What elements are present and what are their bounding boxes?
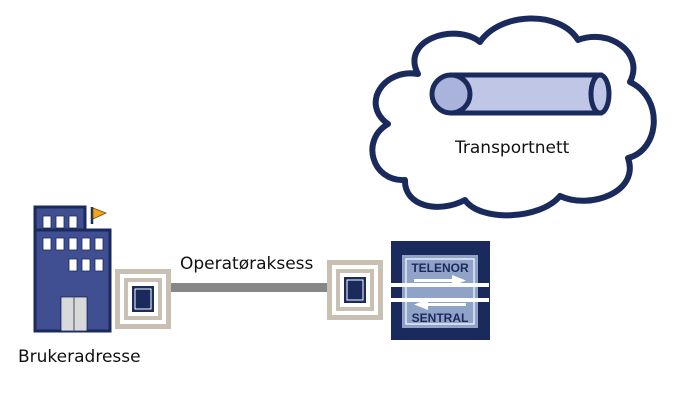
access-cable	[171, 283, 331, 292]
central-panel	[402, 255, 478, 328]
telenor-central-icon: TELENOR SENTRAL	[383, 241, 490, 340]
exchange-arrows-icon	[414, 275, 466, 310]
pipe-end-left	[429, 72, 473, 116]
building-door	[60, 296, 88, 332]
central-label-top: TELENOR	[411, 261, 469, 275]
central-label-bottom: SENTRAL	[412, 311, 469, 325]
flag	[92, 207, 108, 220]
user-address-label: Brukeradresse	[18, 347, 141, 367]
central-panel-inner	[405, 258, 475, 325]
transport-network-label: Transportnett	[455, 138, 570, 158]
central-band-bottom	[383, 298, 489, 302]
transport-network-cloud	[369, 15, 657, 219]
central-band-top	[383, 283, 489, 287]
cloud-shape	[369, 15, 657, 219]
operator-access-label: Operatøraksess	[180, 254, 314, 274]
building-windows	[42, 215, 104, 272]
user-socket-icon	[115, 269, 171, 329]
central-socket-icon	[327, 260, 383, 320]
pipe-body	[449, 72, 603, 116]
transport-pipe	[429, 72, 612, 116]
building-icon	[33, 205, 112, 333]
pipe-end-right	[588, 72, 612, 116]
